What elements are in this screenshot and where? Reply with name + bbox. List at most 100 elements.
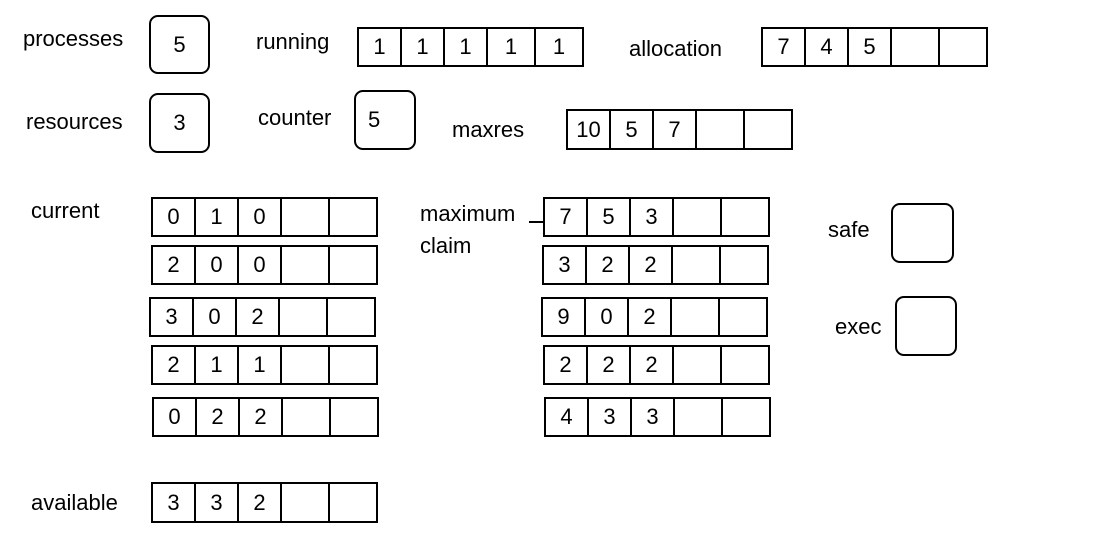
maximum-claim-label-line1: maximum (420, 201, 516, 226)
current-r4-cell-2: 2 (240, 399, 283, 435)
allocation-cell-3 (892, 29, 940, 65)
allocation-cell-4 (940, 29, 988, 65)
allocation-cell-1: 4 (806, 29, 849, 65)
maxres-cell-2: 7 (654, 111, 697, 148)
current-r4-cell-1: 2 (197, 399, 240, 435)
maxres-cell-1: 5 (611, 111, 654, 148)
maximum-claim-r4-cell-2: 3 (632, 399, 675, 435)
current-r3-cell-0: 2 (153, 347, 196, 383)
running-cell-4: 1 (536, 29, 584, 65)
maxres-cell-4 (745, 111, 793, 148)
allocation-label: allocation (629, 36, 722, 61)
allocation-cell-2: 5 (849, 29, 892, 65)
running-cell-1: 1 (402, 29, 445, 65)
maximum-claim-r1-cell-0: 3 (544, 247, 587, 283)
current-label: current (31, 198, 100, 223)
maximum-claim-r3-cell-2: 2 (631, 347, 674, 383)
maximum-claim-r3-cell-0: 2 (545, 347, 588, 383)
safe-label: safe (828, 217, 870, 242)
maximum-claim-r2-cell-4 (720, 299, 768, 335)
maximum-claim-r1-cell-4 (721, 247, 769, 283)
maximum-claim-r0-cell-3 (674, 199, 722, 235)
available-cell-3 (282, 484, 330, 521)
current-r3-cell-1: 1 (196, 347, 239, 383)
maximum-claim-r2-cell-0: 9 (543, 299, 586, 335)
maximum-claim-connector (529, 221, 545, 223)
exec-value-box (895, 296, 957, 356)
current-r0-cell-4 (330, 199, 378, 235)
maximum-claim-r0-cell-0: 7 (545, 199, 588, 235)
running-cell-3: 1 (488, 29, 536, 65)
available-cell-1: 3 (196, 484, 239, 521)
exec-label: exec (835, 314, 882, 339)
processes-label: processes (23, 26, 124, 51)
available-cell-2: 2 (239, 484, 282, 521)
current-r2-cell-4 (328, 299, 376, 335)
running-cell-0: 1 (359, 29, 402, 65)
resources-label: resources (26, 109, 123, 134)
current-r1-cell-0: 2 (153, 247, 196, 283)
current-r1-cell-4 (330, 247, 378, 283)
safe-value-box (891, 203, 954, 263)
current-r0-cell-3 (282, 199, 330, 235)
maximum-claim-r2-cell-1: 0 (586, 299, 629, 335)
maximum-claim-r3-cell-4 (722, 347, 770, 383)
resources-value-box: 3 (149, 93, 210, 153)
current-r2-cell-3 (280, 299, 328, 335)
current-r4-cell-3 (283, 399, 331, 435)
maximum-claim-r1-cell-1: 2 (587, 247, 630, 283)
available-cell-4 (330, 484, 378, 521)
counter-value-box: 5 (354, 90, 416, 150)
current-r1-cell-1: 0 (196, 247, 239, 283)
current-r3-cell-4 (330, 347, 378, 383)
maximum-claim-r4-cell-1: 3 (589, 399, 632, 435)
current-r2-cell-0: 3 (151, 299, 194, 335)
current-r1-cell-3 (282, 247, 330, 283)
maximum-claim-r4-cell-4 (723, 399, 771, 435)
current-r2-cell-2: 2 (237, 299, 280, 335)
maxres-cell-0: 10 (568, 111, 611, 148)
current-r3-cell-2: 1 (239, 347, 282, 383)
maximum-claim-r0-cell-2: 3 (631, 199, 674, 235)
maxres-cell-3 (697, 111, 745, 148)
current-r2-cell-1: 0 (194, 299, 237, 335)
running-cell-2: 1 (445, 29, 488, 65)
maximum-claim-r3-cell-1: 2 (588, 347, 631, 383)
maximum-claim-r2-cell-3 (672, 299, 720, 335)
current-r3-cell-3 (282, 347, 330, 383)
maximum-claim-r0-cell-1: 5 (588, 199, 631, 235)
current-r0-cell-2: 0 (239, 199, 282, 235)
current-r0-cell-0: 0 (153, 199, 196, 235)
maxres-label: maxres (452, 117, 525, 142)
maximum-claim-r1-cell-2: 2 (630, 247, 673, 283)
maximum-claim-r0-cell-4 (722, 199, 770, 235)
running-label: running (256, 29, 330, 54)
allocation-cell-0: 7 (763, 29, 806, 65)
maximum-claim-r1-cell-3 (673, 247, 721, 283)
current-r1-cell-2: 0 (239, 247, 282, 283)
counter-label: counter (258, 105, 332, 130)
maximum-claim-r4-cell-3 (675, 399, 723, 435)
current-r4-cell-4 (331, 399, 379, 435)
current-r4-cell-0: 0 (154, 399, 197, 435)
processes-value-box: 5 (149, 15, 210, 74)
maximum-claim-r2-cell-2: 2 (629, 299, 672, 335)
maximum-claim-r3-cell-3 (674, 347, 722, 383)
available-cell-0: 3 (153, 484, 196, 521)
maximum-claim-r4-cell-0: 4 (546, 399, 589, 435)
maximum-claim-label-line2: claim (420, 233, 472, 258)
